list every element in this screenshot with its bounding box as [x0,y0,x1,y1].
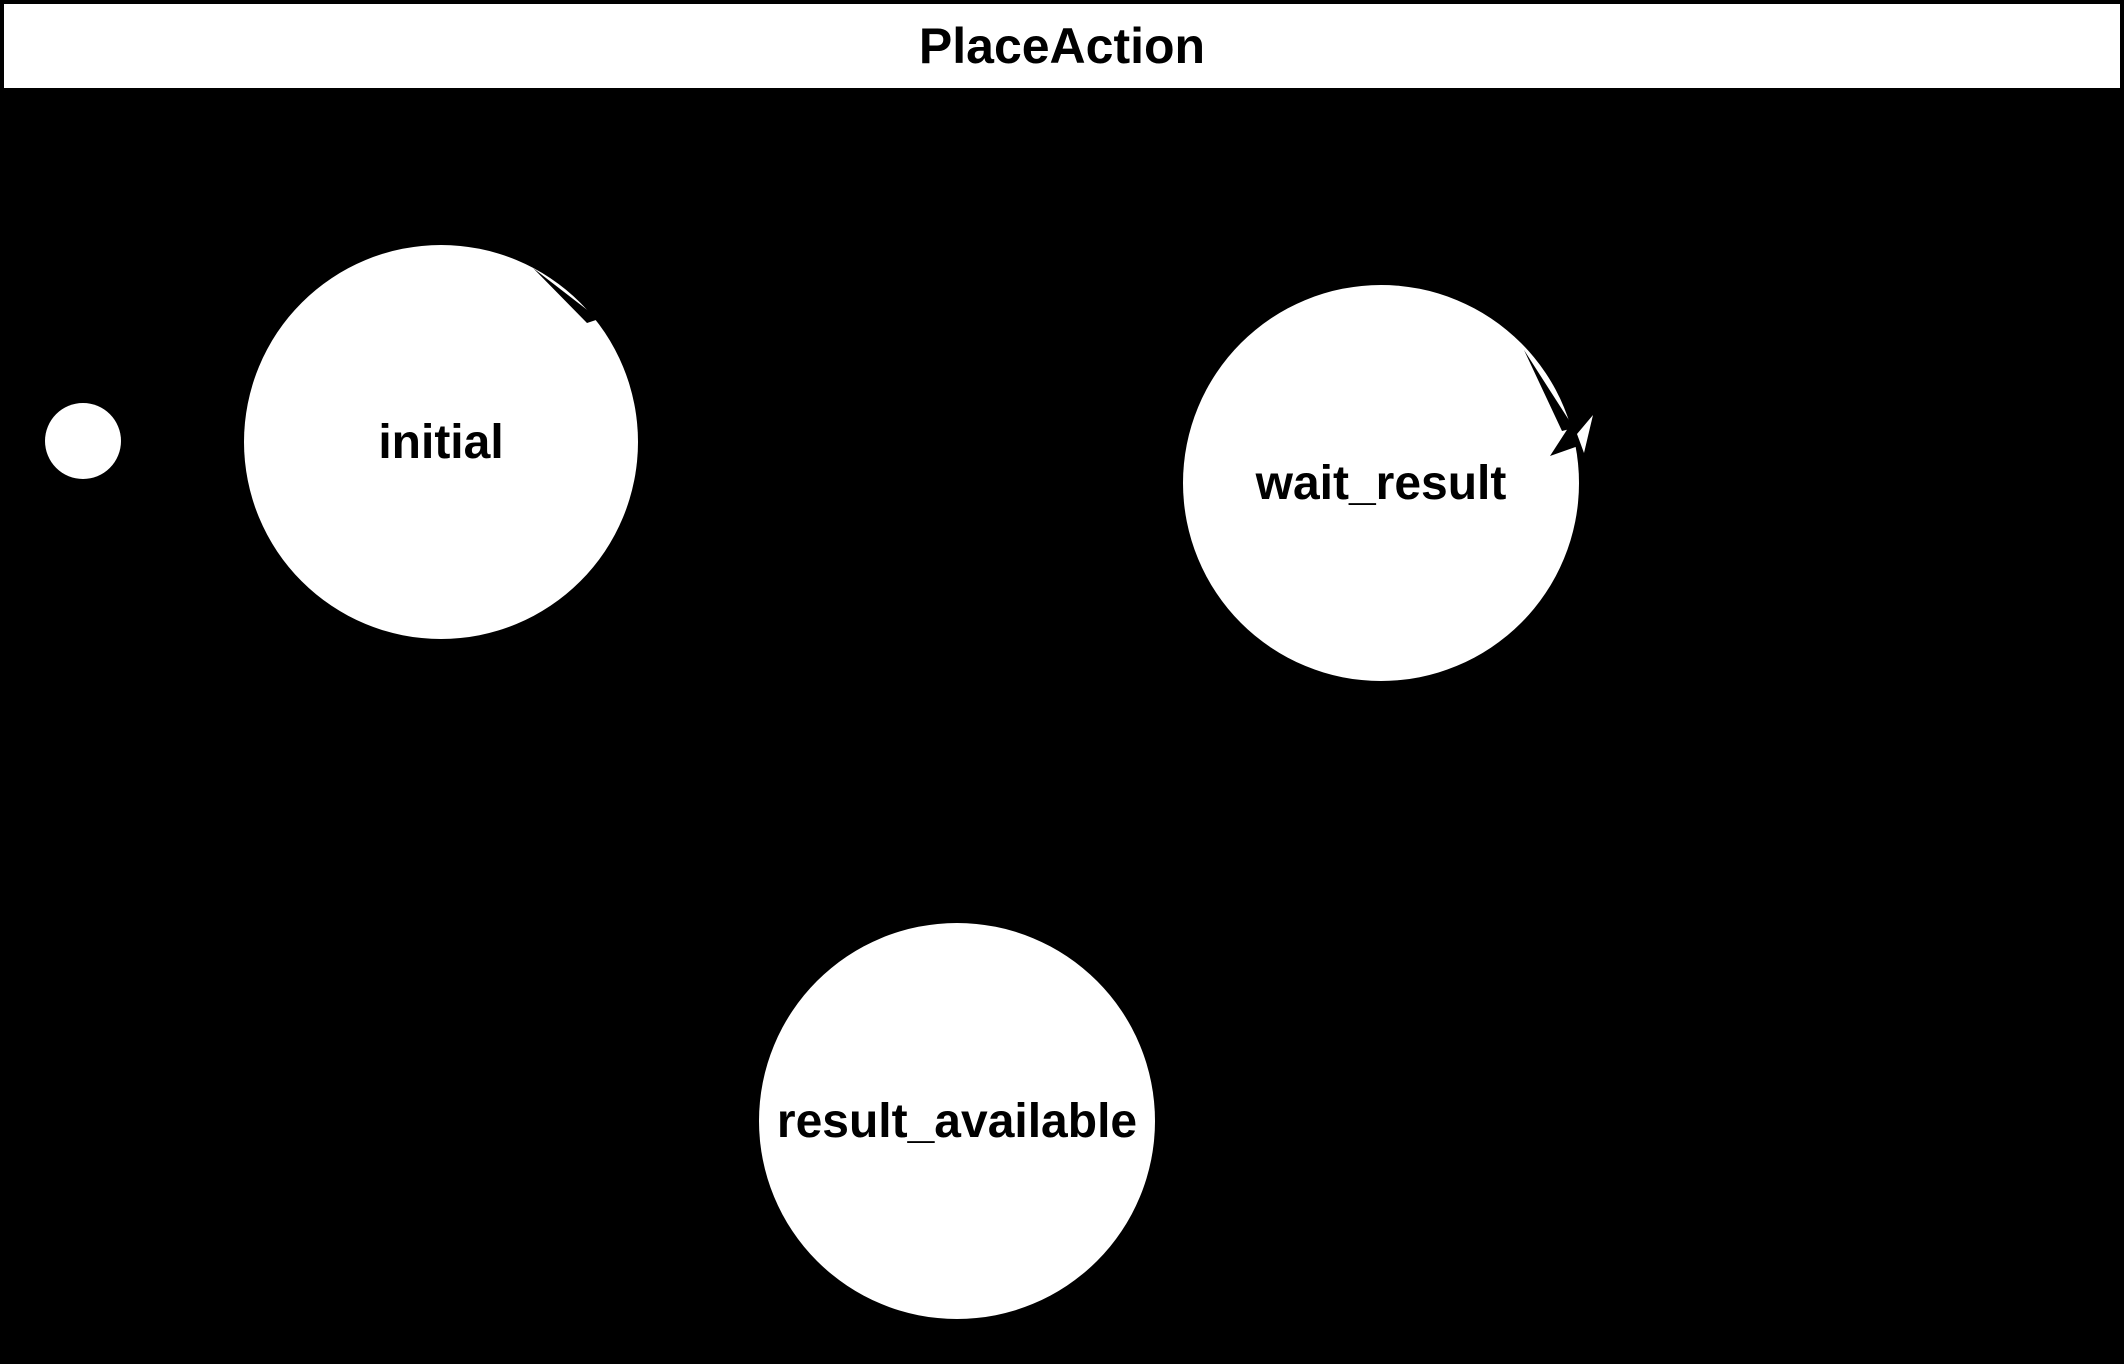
diagram-title: PlaceAction [918,18,1206,74]
state-node-initial: initial [244,245,638,639]
state-node-wait-result: wait_result [1183,285,1579,681]
diagram-title-bar: PlaceAction [0,0,2124,92]
arrowhead-white-sliver-artifact [1577,415,1593,453]
state-label-result-available: result_available [776,1094,1138,1148]
start-state-dot [45,403,121,479]
state-label-wait-result: wait_result [1255,456,1507,510]
state-label-initial: initial [378,415,504,469]
state-node-result-available: result_available [759,923,1155,1319]
